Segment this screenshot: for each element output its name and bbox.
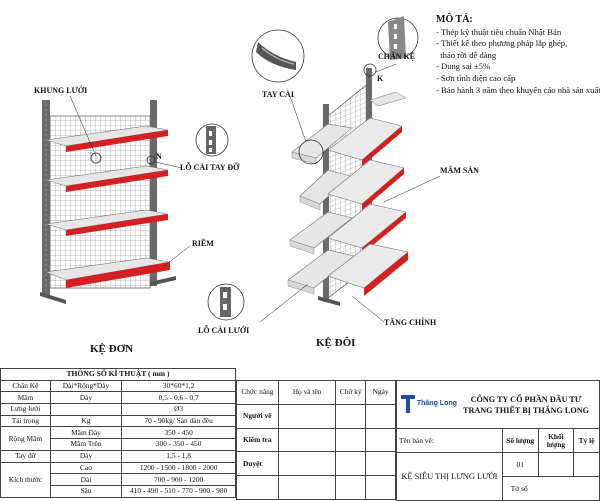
label-khung-luoi: KHUNG LƯỚI (34, 86, 88, 95)
table-row: Tải trọng Kg 70 - 90kg/ Sàn dàn đều (0, 414, 236, 428)
spec-cell: 1200 - 1500 - 1800 - 2000 (121, 461, 236, 475)
spec-cell: Rộng Mâm (0, 426, 51, 451)
description-line: tháo rời dễ dàng (436, 49, 497, 60)
spec-cell: 70 - 90kg/ Sàn dàn đều (121, 414, 236, 428)
table-row: Kích thước Cao 1200 - 1500 - 1800 - 2000 (0, 461, 236, 498)
spec-cell: Mâm (0, 391, 51, 405)
table-row: Thăng Long CÔNG TY CỔ PHẦN ĐẦU TƯ TRANG … (396, 380, 600, 429)
spec-cell: Lưng lưới (0, 403, 51, 416)
label-lo-cai-tay-do: LỖ CÀI TAY ĐỠ (180, 163, 240, 172)
role-cell: Duyệt (236, 451, 279, 477)
spec-cell: Dài*Rộng*Dày (49, 379, 123, 393)
header-cell: Ngày (365, 380, 396, 405)
drawing-name-label: Tên bản vẽ: (396, 428, 503, 453)
description-line: - Sơn tĩnh điện cao cấp (436, 72, 516, 83)
table-row: Chân Kệ Dài*Rộng*Dày 30*60*1,2 (0, 379, 236, 393)
spec-cell: 700 - 900 - 1200 (121, 473, 236, 486)
caption-ke-don: KỆ ĐƠN (90, 343, 134, 355)
spec-table: THÔNG SỐ KĨ THUẬT ( mm ) Chân Kệ Dài*Rộn… (0, 368, 236, 498)
label-k-marker: K (377, 74, 384, 83)
spec-cell: Mâm Đáy (49, 426, 123, 440)
description-title: MÔ TẢ: (436, 14, 473, 25)
spec-cell: Ø3 (121, 403, 236, 416)
logo-text: Thăng Long (416, 400, 457, 407)
spec-cell: 30*60*1,2 (121, 379, 236, 393)
description-block: MÔ TẢ: - Thép kỹ thuật tiêu chuẩn Nhật B… (436, 14, 600, 96)
table-row: Dài 700 - 900 - 1200 (1, 473, 236, 486)
spec-cell: Dày (49, 391, 123, 405)
description-line: - Thiết kế theo phương pháp lắp ghép, (436, 38, 568, 49)
logo-icon (401, 395, 415, 413)
company-name-2: TRANG THIẾT BỊ THĂNG LONG (462, 405, 590, 415)
weight-label: Khối lượng (537, 428, 575, 453)
spec-cell: 350 - 450 (121, 426, 236, 440)
label-mam-san: MÂM SÀN (440, 166, 479, 175)
table-row: Mâm Dày 0,5 - 0,6 - 0,7 (0, 391, 236, 405)
spec-cell: Sâu (49, 484, 123, 498)
role-cell: Người vẽ (236, 403, 279, 429)
header-cell: Họ và tên (277, 380, 337, 405)
label-riem: RIỀM (192, 239, 214, 248)
table-row: Chức năng Họ và tên Chữ ký Ngày (236, 380, 396, 405)
role-cell: Kiểm tra (236, 427, 279, 453)
spec-title: THÔNG SỐ KĨ THUẬT ( mm ) (0, 368, 236, 381)
table-row: Tay đỡ Dày 1,5 - 1,8 (0, 449, 236, 463)
company-cell: Thăng Long CÔNG TY CỔ PHẦN ĐẦU TƯ TRANG … (396, 380, 600, 429)
header-cell: Chữ ký (335, 380, 367, 405)
table-row: Duyệt (236, 451, 396, 477)
label-n-marker: N (156, 152, 162, 161)
scale-label: Tỷ lệ (573, 428, 600, 453)
description-line: - Bảo hành 3 năm theo khuyến cáo nhà sản… (436, 84, 600, 95)
qty-label: Số lượng (501, 428, 539, 453)
spec-cell: 410 - 490 - 510 - 770 - 900 - 980 (121, 484, 236, 498)
table-row: KỆ SIÊU THỊ LƯNG LƯỚI 01 (396, 452, 600, 501)
label-lo-cai-luoi: LỖ CÀI LƯỚI (198, 326, 250, 335)
caption-ke-doi: KỆ ĐÔI (316, 337, 356, 349)
spec-cell: 300 - 350 - 450 (121, 438, 236, 451)
table-row: Người vẽ (236, 403, 396, 429)
title-block: Thăng Long CÔNG TY CỔ PHẦN ĐẦU TƯ TRANG … (396, 380, 600, 501)
table-row: Lưng lưới Ø3 (0, 403, 236, 416)
spec-cell: Tay đỡ (0, 449, 51, 463)
table-row: Rộng Mâm Mâm Đáy 350 - 450 (0, 426, 236, 451)
table-row: Kiểm tra (236, 427, 396, 453)
table-row: Sâu 410 - 490 - 510 - 770 - 900 - 980 (1, 484, 236, 498)
signature-table: Chức năng Họ và tên Chữ ký Ngày Người vẽ… (236, 380, 396, 500)
label-chan-ke: CHÂN KỆ (378, 52, 416, 61)
header-cell: Chức năng (236, 380, 279, 405)
spec-cell: Mâm Trên (49, 438, 123, 451)
qty-value: 01 (501, 452, 539, 477)
spec-cell: Dài (49, 473, 123, 486)
spec-cell: 1,5 - 1,8 (121, 449, 236, 463)
spec-title-row: THÔNG SỐ KĨ THUẬT ( mm ) (0, 368, 236, 381)
table-row (236, 475, 396, 500)
drawing-area (40, 16, 441, 323)
spec-cell: Chân Kệ (0, 379, 51, 393)
spec-cell: Cao (49, 461, 123, 475)
description-line: - Dung sai ±5% (436, 61, 491, 72)
single-shelf-drawing (40, 95, 229, 304)
spec-cell: 0,5 - 0,6 - 0,7 (121, 391, 236, 405)
spec-cell: Kích thước (0, 461, 51, 498)
company-name-1: CÔNG TY CỔ PHẦN ĐẦU TƯ (470, 394, 582, 404)
spec-cell: Dày (49, 449, 123, 463)
table-row: Tên bản vẽ: Số lượng Khối lượng Tỷ lệ (396, 428, 600, 453)
label-tay-cai: TAY CÀI (262, 90, 294, 99)
spec-cell (49, 403, 123, 416)
table-row: Tờ số (397, 476, 600, 501)
sheet-label: Tờ số (501, 476, 600, 501)
spec-cell: Tải trọng (0, 414, 51, 428)
label-tang-chinh: TĂNG CHỈNH (384, 318, 437, 327)
drawing-name: KỆ SIÊU THỊ LƯNG LƯỚI (396, 452, 503, 501)
description-line: - Thép kỹ thuật tiêu chuẩn Nhật Bản (436, 26, 562, 37)
company-logo: Thăng Long (401, 395, 457, 413)
double-shelf-drawing (207, 16, 441, 323)
spec-cell: Kg (49, 414, 123, 428)
